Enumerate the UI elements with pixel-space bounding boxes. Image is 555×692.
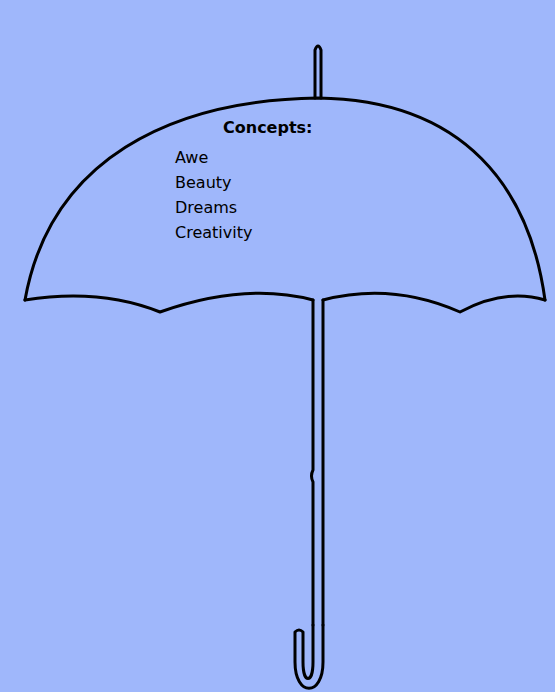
umbrella-line bbox=[25, 98, 545, 300]
umbrella-line bbox=[315, 46, 321, 98]
umbrella-line bbox=[25, 293, 545, 312]
umbrella-line bbox=[295, 625, 323, 688]
umbrella-line bbox=[312, 300, 314, 625]
umbrella-line bbox=[322, 300, 325, 625]
concept-item: Creativity bbox=[175, 223, 252, 243]
concepts-heading: Concepts: bbox=[223, 118, 312, 138]
concept-item: Awe bbox=[175, 148, 208, 168]
concept-item: Beauty bbox=[175, 173, 232, 193]
concept-item: Dreams bbox=[175, 198, 237, 218]
